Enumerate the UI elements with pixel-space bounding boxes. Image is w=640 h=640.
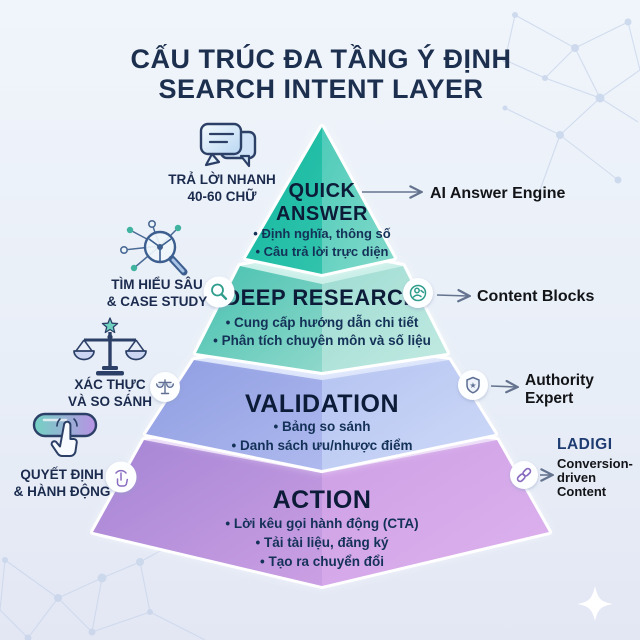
shield-star-glyph: ★: [469, 381, 476, 390]
ladigi-line-1: Conversion-: [557, 456, 633, 471]
layer-quick-answer-title-1: QUICK: [289, 180, 356, 202]
link-icon: [510, 461, 538, 489]
ladigi-line-3: Content: [557, 484, 607, 499]
magnifier-badge-icon: [203, 276, 235, 308]
network-pattern-bottom-left: [0, 539, 206, 640]
scales-badge-icon: [150, 372, 180, 402]
left-label-1-line-2: 40-60 CHỮ: [188, 189, 258, 204]
pyramid-layer-action: ACTION • Lời kêu gọi hành động (CTA) • T…: [90, 417, 552, 589]
hand-click-icon: [32, 412, 98, 457]
left-label-2-line-1: TÌM HIỂU SÂU: [111, 277, 203, 292]
layer-action-title: ACTION: [273, 486, 372, 514]
left-label-quick-answer: TRẢ LỜI NHANH 40-60 CHỮ: [168, 122, 276, 204]
layer-deep-research-title: DEEP RESEARCH: [224, 285, 420, 310]
page-title: CẤU TRÚC ĐA TẦNG Ý ĐỊNH SEARCH INTENT LA…: [131, 43, 512, 104]
authority-shield-icon: ★: [458, 370, 488, 400]
content-blocks-icon: [403, 278, 433, 308]
title-line-1: CẤU TRÚC ĐA TẦNG Ý ĐỊNH: [131, 43, 512, 74]
title-line-2: SEARCH INTENT LAYER: [158, 74, 483, 104]
sparkle-icon: [577, 586, 613, 621]
ladigi-brand-text: LADIGI: [557, 436, 613, 453]
layer-action-bullet-1: • Lời kêu gọi hành động (CTA): [225, 516, 418, 531]
right-label-content-blocks: Content Blocks: [436, 288, 594, 305]
left-label-1-line-1: TRẢ LỜI NHANH: [168, 172, 276, 187]
layer-quick-answer-bullet-2: • Câu trả lời trực diện: [255, 244, 388, 259]
network-pattern-top-right: [502, 12, 640, 191]
pyramid-layer-validation: VALIDATION • Bảng so sánh • Danh sách ưu…: [143, 339, 498, 473]
left-label-4-line-2: & HÀNH ĐỘNG: [14, 484, 111, 499]
left-label-action: QUYẾT ĐỊNH & HÀNH ĐỘNG: [14, 412, 111, 499]
right-label-ai-answer-engine: AI Answer Engine: [362, 185, 566, 202]
layer-deep-research-bullet-1: • Cung cấp hướng dẫn chi tiết: [226, 315, 419, 330]
left-label-validation: XÁC THỰC VÀ SO SÁNH: [68, 317, 152, 409]
scales-icon: [73, 317, 147, 376]
chat-bubbles-icon: [199, 122, 257, 168]
tap-badge-icon: [105, 461, 137, 493]
arrow-authority-expert: [490, 386, 516, 387]
content-blocks-text: Content Blocks: [477, 288, 594, 305]
layer-validation-bullet-1: • Bảng so sánh: [274, 419, 371, 434]
left-label-4-line-1: QUYẾT ĐỊNH: [20, 467, 103, 482]
ai-answer-engine-text: AI Answer Engine: [430, 185, 566, 202]
layer-quick-answer-bullet-1: • Định nghĩa, thông số: [253, 226, 390, 241]
left-label-deep-research: TÌM HIỂU SÂU & CASE STUDY: [107, 219, 208, 309]
left-label-3-line-2: VÀ SO SÁNH: [68, 394, 152, 409]
layer-validation-bullet-2: • Danh sách ưu/nhược điểm: [232, 438, 413, 453]
layer-action-bullet-3: • Tạo ra chuyển đổi: [260, 554, 384, 569]
left-label-2-line-2: & CASE STUDY: [107, 294, 208, 309]
arrow-content-blocks: [436, 295, 468, 296]
left-label-3-line-1: XÁC THỰC: [74, 377, 145, 392]
layer-validation-title: VALIDATION: [245, 390, 399, 418]
layer-action-bullet-2: • Tải tài liệu, đăng ký: [255, 535, 389, 550]
layer-deep-research-bullet-2: • Phân tích chuyên môn và số liệu: [213, 333, 431, 348]
pyramid-layer-quick-answer: QUICK ANSWER • Định nghĩa, thông số • Câ…: [243, 124, 397, 277]
authority-text: Authority: [525, 372, 594, 389]
ladigi-line-2: driven: [557, 470, 596, 485]
expert-text: Expert: [525, 390, 573, 407]
right-label-authority-expert: Authority Expert: [490, 372, 594, 407]
network-magnifier-icon: [120, 219, 188, 276]
layer-quick-answer-title-2: ANSWER: [276, 203, 368, 225]
right-label-ladigi: LADIGI Conversion- driven Content: [540, 436, 633, 499]
